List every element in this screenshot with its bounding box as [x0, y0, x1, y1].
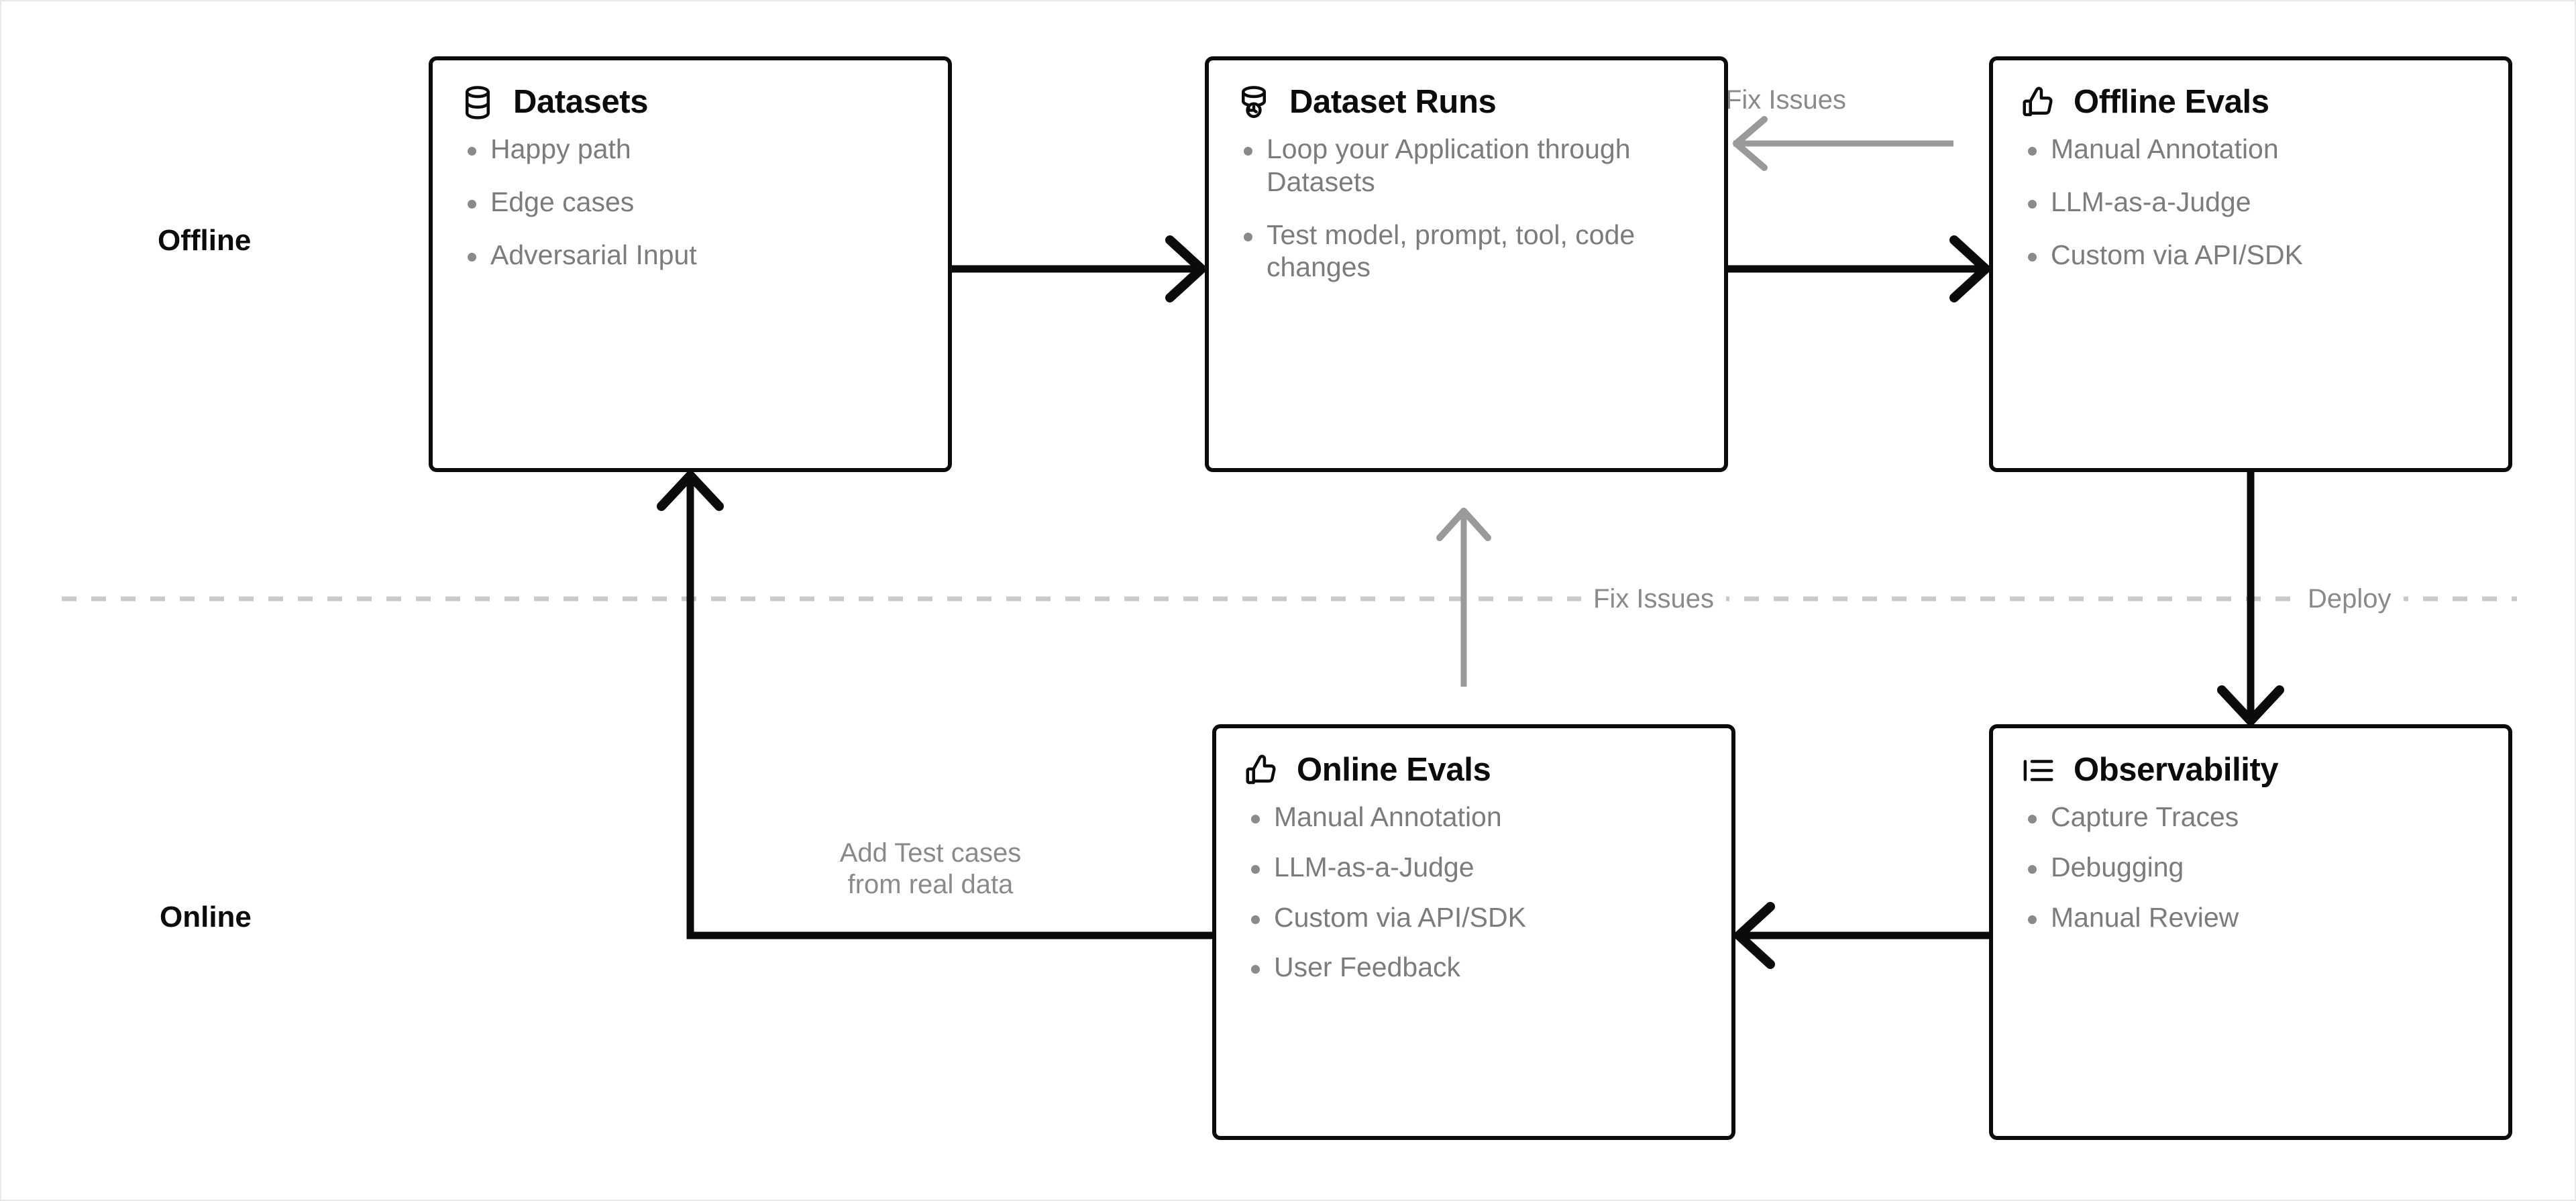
node-datasets[interactable]: Datasets Happy path Edge cases Adversari… [429, 56, 952, 472]
edge-offline-evals-to-dataset-runs [1733, 116, 1953, 171]
node-offline-evals[interactable]: Offline Evals Manual Annotation LLM-as-a… [1989, 56, 2512, 472]
list-item: Manual Annotation [1243, 801, 1705, 834]
list-item: Loop your Application through Datasets [1236, 133, 1697, 198]
divider-label-deploy: Deploy [2296, 583, 2404, 616]
node-datasets-list: Happy path Edge cases Adversarial Input [460, 133, 921, 271]
node-observability-title: Observability [2074, 752, 2279, 789]
edge-datasets-to-dataset-runs [952, 235, 1206, 302]
list-item: Manual Review [2020, 901, 2481, 934]
node-dataset-runs-list: Loop your Application through Datasets T… [1236, 133, 1697, 284]
database-refresh-icon [1236, 84, 1272, 121]
thumbs-up-icon [1243, 752, 1279, 789]
list-item: Adversarial Input [460, 239, 921, 272]
lane-label-offline: Offline [158, 224, 252, 257]
node-observability-header: Observability [2020, 752, 2481, 789]
list-item: Happy path [460, 133, 921, 166]
node-offline-evals-header: Offline Evals [2020, 84, 2481, 121]
node-online-evals-list: Manual Annotation LLM-as-a-Judge Custom … [1243, 801, 1705, 984]
node-online-evals[interactable]: Online Evals Manual Annotation LLM-as-a-… [1212, 724, 1735, 1140]
list-item: LLM-as-a-Judge [1243, 851, 1705, 884]
node-dataset-runs-title: Dataset Runs [1289, 84, 1497, 121]
list-item: Debugging [2020, 851, 2481, 884]
list-item: LLM-as-a-Judge [2020, 186, 2481, 219]
divider-label-fix-issues: Fix Issues [1581, 583, 1727, 616]
list-icon [2020, 752, 2056, 789]
edge-dataset-runs-to-offline-evals [1728, 235, 1990, 302]
database-icon [460, 84, 496, 121]
node-offline-evals-list: Manual Annotation LLM-as-a-Judge Custom … [2020, 133, 2481, 271]
list-item: User Feedback [1243, 951, 1705, 984]
node-online-evals-header: Online Evals [1243, 752, 1705, 789]
node-online-evals-title: Online Evals [1297, 752, 1491, 789]
edge-label-fix-issues-top: Fix Issues [1725, 85, 1847, 115]
edge-online-evals-to-dataset-runs [1436, 508, 1491, 687]
node-datasets-title: Datasets [513, 84, 649, 121]
edge-observability-to-online-evals [1734, 902, 1989, 969]
node-dataset-runs[interactable]: Dataset Runs Loop your Application throu… [1205, 56, 1728, 472]
list-item: Custom via API/SDK [1243, 901, 1705, 934]
node-offline-evals-title: Offline Evals [2074, 84, 2269, 121]
node-observability[interactable]: Observability Capture Traces Debugging M… [1989, 724, 2512, 1140]
edge-offline-evals-to-observability [2217, 472, 2284, 726]
list-item: Custom via API/SDK [2020, 239, 2481, 272]
list-item: Edge cases [460, 186, 921, 219]
node-observability-list: Capture Traces Debugging Manual Review [2020, 801, 2481, 933]
lane-label-online: Online [160, 901, 252, 933]
node-dataset-runs-header: Dataset Runs [1236, 84, 1697, 121]
list-item: Capture Traces [2020, 801, 2481, 834]
list-item: Manual Annotation [2020, 133, 2481, 166]
edge-label-add-test-cases: Add Test cases from real data [839, 838, 1022, 900]
list-item: Test model, prompt, tool, code changes [1236, 219, 1697, 284]
thumbs-up-icon [2020, 84, 2056, 121]
node-datasets-header: Datasets [460, 84, 921, 121]
